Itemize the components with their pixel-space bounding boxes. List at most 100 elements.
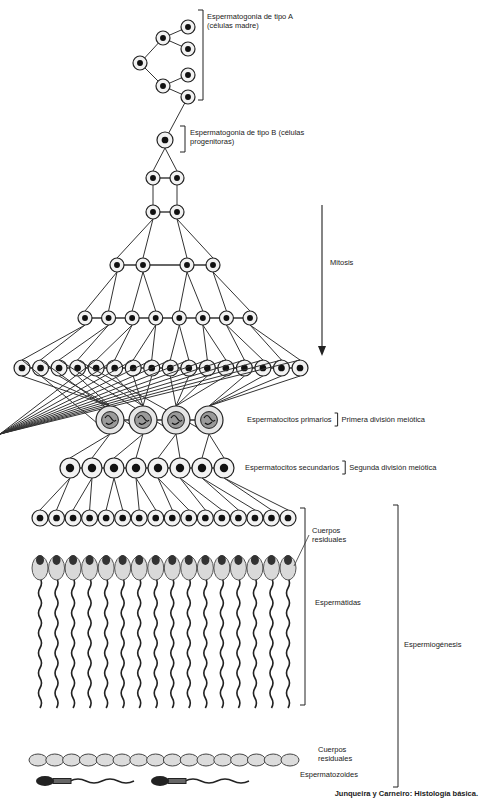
cell xyxy=(65,510,81,526)
cell-link xyxy=(132,272,143,311)
stage-label: Espermiogénesis xyxy=(404,640,462,649)
cell-link xyxy=(209,376,300,406)
cell-nucleus xyxy=(223,315,229,321)
cell-link xyxy=(202,434,209,458)
cell-link xyxy=(177,185,178,205)
cell-nucleus xyxy=(247,315,253,321)
cell-link xyxy=(224,478,271,510)
cell-nucleus xyxy=(132,464,140,472)
residual-body xyxy=(29,754,47,766)
flagellum xyxy=(121,578,124,708)
spermatid-head xyxy=(135,555,143,565)
cell-nucleus xyxy=(152,515,159,522)
cell xyxy=(149,311,163,325)
cell-link xyxy=(136,478,156,510)
cell-link xyxy=(170,376,176,406)
cell-nucleus xyxy=(153,315,159,321)
cell-link xyxy=(224,478,288,510)
cell-link xyxy=(22,325,85,360)
cell-link xyxy=(209,376,244,406)
cell-link xyxy=(106,478,114,510)
stage-label: Cuerpos residuales xyxy=(312,526,362,544)
cell-link xyxy=(203,325,226,360)
cell xyxy=(181,20,195,34)
cell-nucleus xyxy=(185,515,192,522)
cell-nucleus xyxy=(198,464,206,472)
cell-nucleus xyxy=(160,35,166,41)
bracket xyxy=(393,505,398,787)
cell xyxy=(126,458,146,478)
residual-cytoplasm xyxy=(263,556,279,580)
cell-nucleus xyxy=(19,365,26,372)
cell-link xyxy=(143,376,152,406)
bracket xyxy=(342,461,345,474)
residual-body xyxy=(46,754,64,766)
leader-line xyxy=(294,535,309,566)
chromatin xyxy=(138,416,149,425)
cell-nucleus xyxy=(37,515,44,522)
cell-link xyxy=(165,148,177,171)
arrowhead xyxy=(318,346,326,356)
cell-link xyxy=(0,360,244,434)
cell-link xyxy=(209,434,224,458)
cell xyxy=(164,510,180,526)
cell-link xyxy=(96,325,132,360)
cell xyxy=(195,406,223,434)
cell xyxy=(98,510,114,526)
flagellum xyxy=(138,578,141,708)
cell xyxy=(102,311,116,325)
cell xyxy=(214,510,230,526)
cell-link xyxy=(0,360,96,434)
cell-link xyxy=(41,376,110,406)
spermatid-head xyxy=(53,555,61,565)
spermatid-head xyxy=(284,555,292,565)
residual-body xyxy=(197,754,215,766)
cell-link xyxy=(143,272,156,311)
cell xyxy=(263,510,279,526)
cell-link xyxy=(0,360,226,434)
stage-label: Segunda división meiótica xyxy=(349,463,436,472)
cell xyxy=(170,458,190,478)
cell-nucleus xyxy=(160,83,166,89)
residual-body xyxy=(96,754,114,766)
cell-link xyxy=(114,434,143,458)
cell-link xyxy=(114,478,123,510)
cell-bridge xyxy=(117,264,213,265)
cell xyxy=(170,205,184,219)
cell-nucleus xyxy=(135,412,152,429)
cell-link xyxy=(250,325,300,360)
cell-nucleus xyxy=(185,94,191,100)
cell xyxy=(192,458,212,478)
cell-link xyxy=(92,434,110,458)
chromatin xyxy=(171,416,182,425)
cell-link xyxy=(0,360,189,434)
cell xyxy=(33,360,49,376)
flagellum xyxy=(154,578,157,708)
bracket xyxy=(335,413,338,426)
stage-label: Cuerpos residuales xyxy=(318,745,368,763)
cell xyxy=(60,458,80,478)
cell xyxy=(136,258,150,272)
cell-link xyxy=(213,272,226,311)
cell xyxy=(273,360,289,376)
cell xyxy=(49,510,65,526)
cell-nucleus xyxy=(185,72,191,78)
cell-link xyxy=(170,325,179,360)
cell-link xyxy=(152,325,156,360)
cell xyxy=(125,311,139,325)
cell xyxy=(110,258,124,272)
cell-nucleus xyxy=(268,515,275,522)
cell-link xyxy=(153,148,165,171)
cell-link xyxy=(22,376,110,406)
cell xyxy=(148,458,168,478)
residual-cytoplasm xyxy=(280,556,296,580)
cell xyxy=(181,90,195,104)
cell-nucleus xyxy=(136,515,143,522)
residual-cytoplasm xyxy=(247,556,263,580)
cell-nucleus xyxy=(174,175,180,181)
cell-nucleus xyxy=(129,315,135,321)
cell xyxy=(32,510,48,526)
residual-cytoplasm xyxy=(65,556,81,580)
cell xyxy=(129,406,157,434)
